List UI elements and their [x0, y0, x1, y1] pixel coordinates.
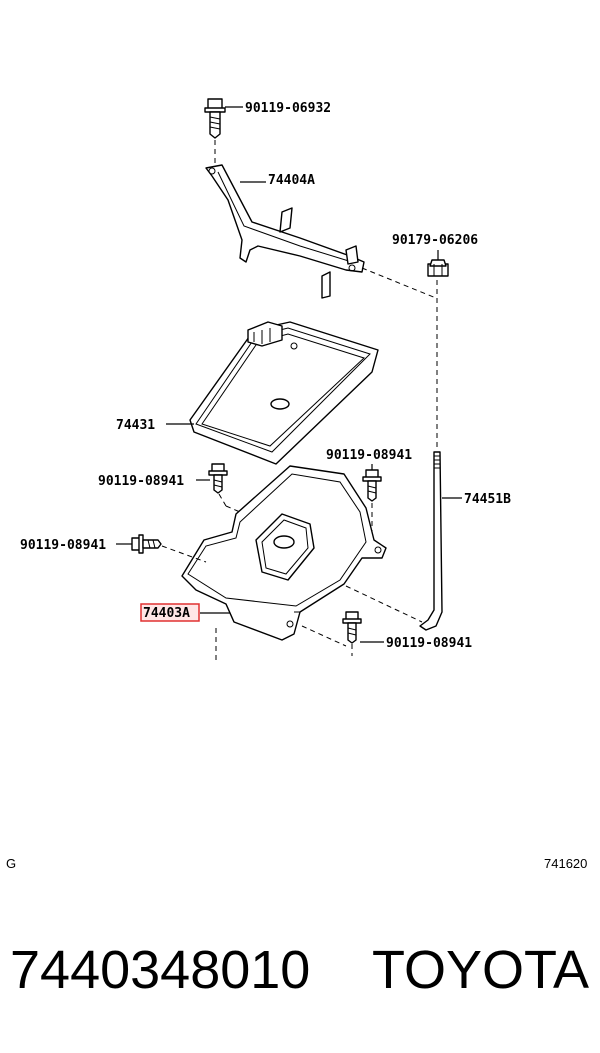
- label-bolt-lower-right: 90119-08941: [386, 636, 472, 651]
- rod-icon: [419, 451, 443, 631]
- corner-code-right: 741620: [544, 856, 587, 871]
- label-tray-cover: 74431: [116, 418, 155, 433]
- footer: 7440348010 TOYOTA: [0, 930, 600, 1020]
- brand-name: TOYOTA: [372, 940, 590, 1000]
- tray-cover-icon: [189, 321, 379, 465]
- bolt-upper-left-icon: [208, 463, 228, 494]
- bracket-icon: [205, 164, 365, 299]
- label-bolt-right: 90119-08941: [326, 448, 412, 463]
- label-bolt-top: 90119-06932: [245, 101, 331, 116]
- nut-icon: [427, 259, 449, 277]
- label-nut: 90179-06206: [392, 233, 478, 248]
- label-bolt-upper-left: 90119-08941: [98, 474, 184, 489]
- label-bracket: 74404A: [268, 173, 315, 188]
- bolt-left-icon: [131, 534, 162, 554]
- label-rod: 74451B: [464, 492, 511, 507]
- bolt-right-icon: [362, 469, 382, 502]
- label-tray: 74403A: [143, 606, 190, 621]
- bolt-top-icon: [204, 98, 226, 139]
- corner-code-left: G: [6, 856, 16, 871]
- label-bolt-left: 90119-08941: [20, 538, 106, 553]
- part-number: 7440348010: [10, 940, 311, 1000]
- tray-label-highlight: [140, 603, 200, 622]
- tray-icon: [181, 465, 387, 641]
- bolt-lower-right-icon: [342, 611, 362, 644]
